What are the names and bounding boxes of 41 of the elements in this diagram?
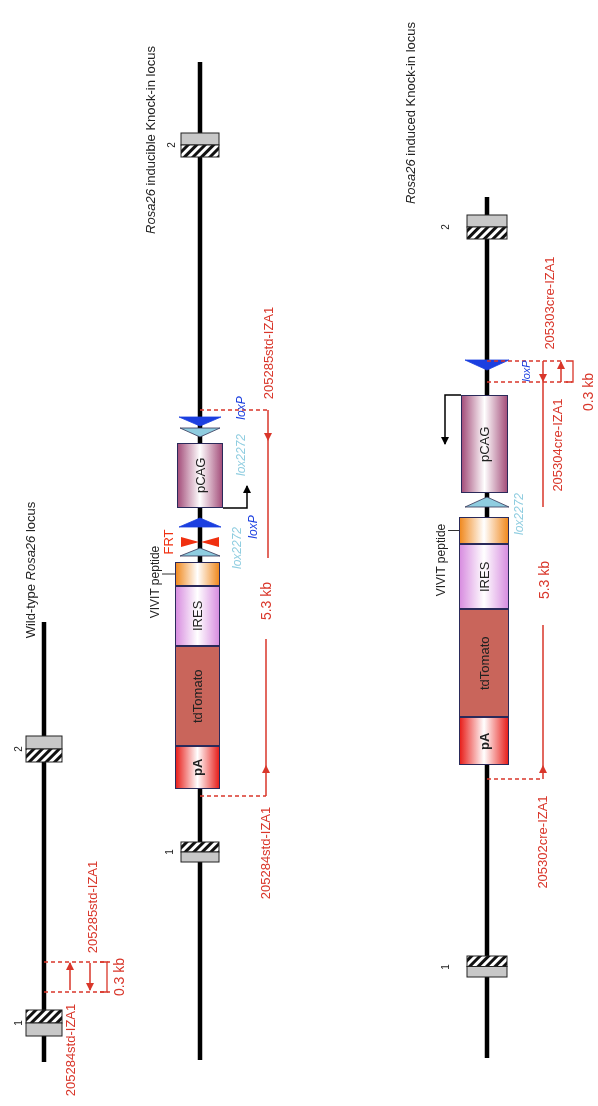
exon-number: 1 xyxy=(441,964,451,970)
leader-line xyxy=(161,573,176,575)
cassette-segment: pA xyxy=(459,717,509,765)
panel-title: Wild-type Rosa26 locus xyxy=(23,501,37,639)
cassette-segment: IRES xyxy=(175,586,220,646)
leader-line xyxy=(447,530,460,531)
site-label: lox2272 xyxy=(231,527,243,569)
primer-label: 205285std-IZA1 xyxy=(261,306,275,400)
cassette-segment: IRES xyxy=(459,544,509,609)
site-label: loxP xyxy=(247,515,259,539)
segment-box xyxy=(175,562,220,586)
primer-label: 205284std-IZA1 xyxy=(258,806,272,900)
primer-label: 205304cre-IZA1 xyxy=(550,398,564,492)
exon-number: 2 xyxy=(167,142,177,148)
primer-label: 205284std-IZA1 xyxy=(63,1003,77,1097)
cassette-segment: tdTomato xyxy=(459,609,509,717)
cassette-segment: pCAG xyxy=(177,443,223,508)
panel-title: Rosa26 inducible Knock-in locus xyxy=(143,46,157,234)
segment-box xyxy=(459,517,509,544)
site-label: lox2272 xyxy=(513,493,525,535)
site-label: lox2272 xyxy=(235,434,247,476)
size-label: 0.3 kb xyxy=(112,957,126,997)
primer-label: 205302cre-IZA1 xyxy=(535,795,549,889)
cassette-segment: pA xyxy=(175,746,220,789)
exon-number: 1 xyxy=(14,1020,24,1026)
callout-label: VIVIT peptide xyxy=(435,523,447,597)
cassette-segment: pCAG xyxy=(461,395,508,493)
site-label: loxP xyxy=(520,360,532,382)
panel-title: Rosa26 induced Knock-in locus xyxy=(403,21,417,205)
site-label: FRT xyxy=(161,529,175,555)
size-label: 5.3 kb xyxy=(259,581,273,621)
cassette-segment: tdTomato xyxy=(175,646,220,746)
exon-number: 2 xyxy=(14,746,24,752)
exon-number: 1 xyxy=(165,849,175,855)
primer-label: 205303cre-IZA1 xyxy=(542,256,556,350)
callout-label: VIVIT peptide xyxy=(149,545,161,619)
size-label: 0.3 kb xyxy=(581,372,595,412)
exon-number: 2 xyxy=(441,224,451,230)
site-label: loxP xyxy=(235,396,247,420)
primer-label: 205285std-IZA1 xyxy=(85,860,99,954)
size-label: 5.3 kb xyxy=(537,560,551,600)
